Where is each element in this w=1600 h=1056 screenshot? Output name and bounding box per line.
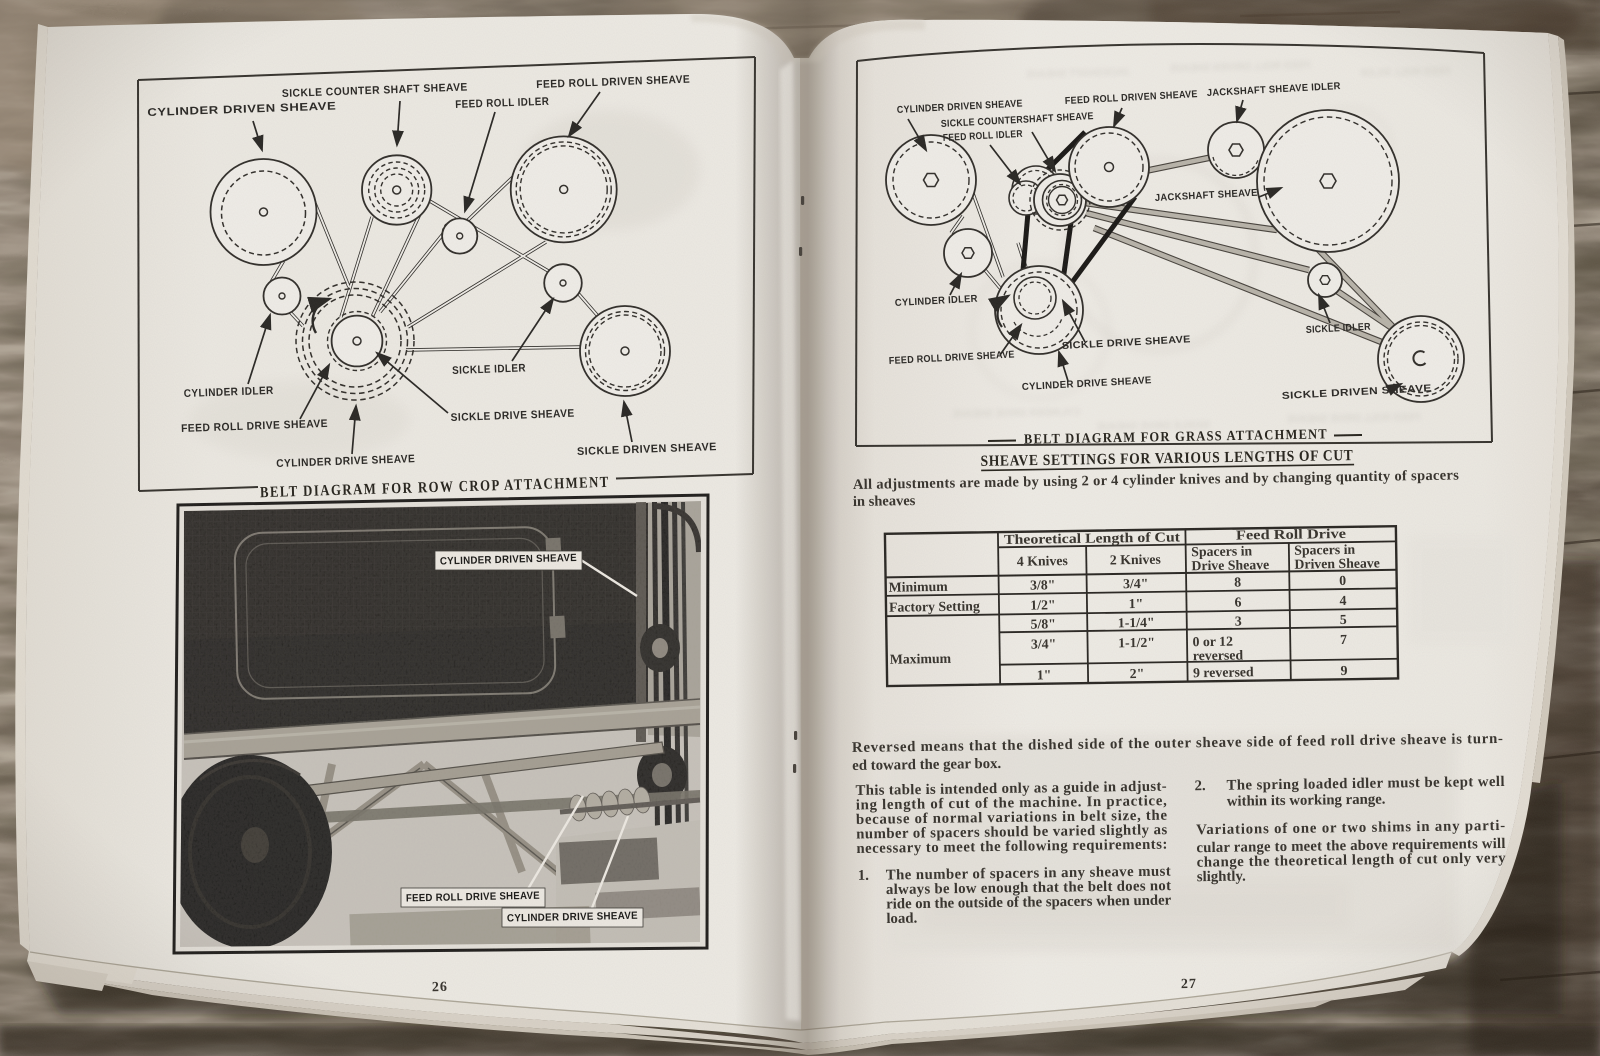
photo-of-open-manual: CYLINDER DRIVEN SHEAVE SICKLE COUNTER SH… bbox=[0, 0, 1600, 1056]
photo-grain-overlay bbox=[0, 0, 1600, 1056]
